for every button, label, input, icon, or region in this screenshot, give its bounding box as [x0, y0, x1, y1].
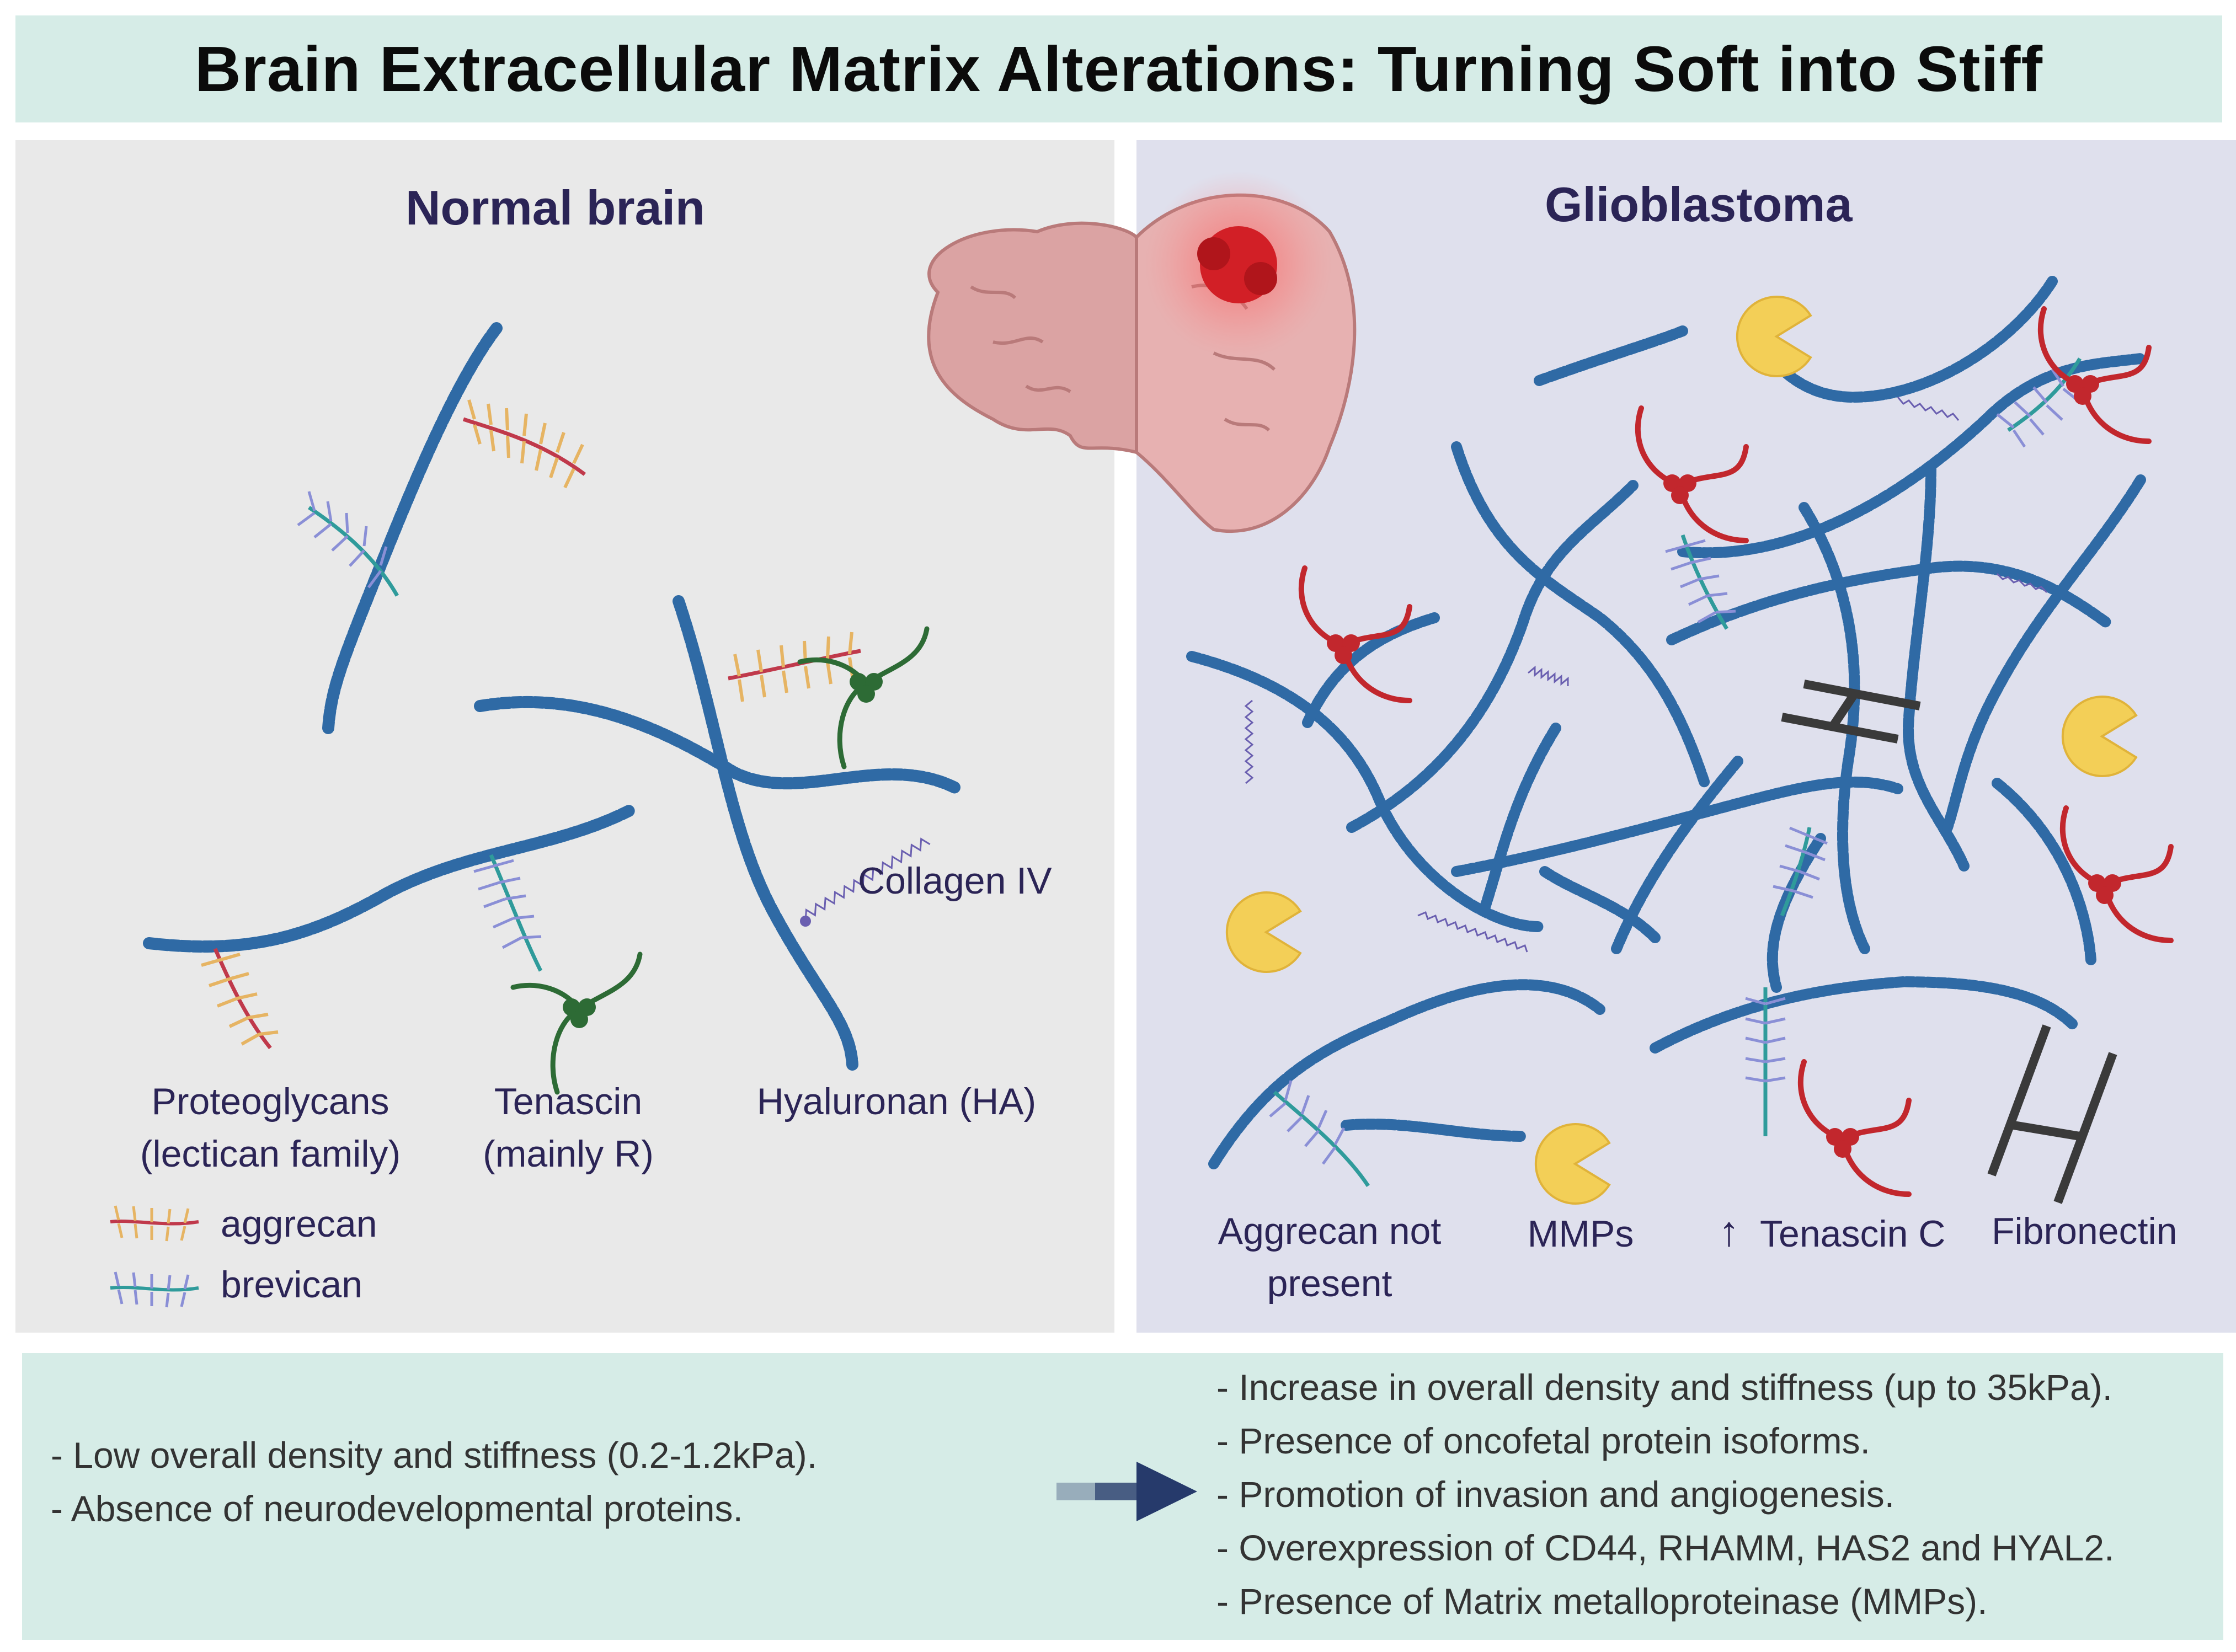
collagen-iv: [804, 837, 931, 922]
brevican-molecule: [297, 491, 399, 597]
proteoglycans-line2: (lectican family): [140, 1133, 401, 1175]
page-title: Brain Extracellular Matrix Alterations: …: [195, 33, 2043, 105]
tenascin-r-label: Tenascin (mainly R): [458, 1076, 679, 1180]
aggrecan-not-present-line2: present: [1267, 1263, 1392, 1305]
tenascin-c: [1301, 568, 1410, 701]
tenascin-c: [1801, 1062, 1909, 1194]
brain-section-icon: [927, 171, 1357, 533]
hyaluronan-chain: [143, 322, 963, 1071]
brevican-legend-label: brevican: [221, 1264, 363, 1306]
glioblastoma-summary-5: - Presence of Matrix metalloproteinase (…: [1216, 1581, 1988, 1622]
brevican-molecule: [1745, 987, 1786, 1136]
brevican-molecule: [1996, 357, 2082, 448]
aggrecan-not-present-line1: Aggrecan not: [1218, 1210, 1442, 1252]
brevican-molecule: [473, 854, 543, 972]
tenascin-line1: Tenascin: [494, 1081, 643, 1122]
glioblastoma-summary-1: - Increase in overall density and stiffn…: [1216, 1367, 2112, 1408]
aggrecan-not-present-label: Aggrecan not present: [1192, 1205, 1467, 1310]
mmp-pacman-icon: [1225, 891, 1301, 973]
mmp-pacman-icon: [1534, 1123, 1610, 1205]
brevican-legend-icon: [110, 1271, 199, 1308]
title-bar: Brain Extracellular Matrix Alterations: …: [15, 15, 2222, 122]
normal-summary-2: - Absence of neurodevelopmental proteins…: [51, 1488, 743, 1529]
tenascin-line2: (mainly R): [483, 1133, 654, 1175]
hyaluronan-label: Hyaluronan (HA): [756, 1081, 1037, 1122]
brevican-molecule: [1665, 534, 1736, 630]
proteoglycans-label: Proteoglycans (lectican family): [105, 1076, 436, 1180]
mmps-label: MMPs: [1527, 1213, 1634, 1255]
tenascin-c-label: Tenascin C: [1760, 1213, 1946, 1255]
brevican-molecule: [1269, 1080, 1370, 1187]
tenascin-c: [1638, 408, 1746, 541]
mmp-pacman-icon: [2061, 696, 2137, 777]
glioblastoma-summary-4: - Overexpression of CD44, RHAMM, HAS2 an…: [1216, 1527, 2115, 1568]
aggrecan-molecule: [201, 948, 279, 1050]
aggrecan-legend-label: aggrecan: [221, 1203, 377, 1245]
tenascin-r: [513, 954, 640, 1092]
mmp-pacman-icon: [1736, 296, 1812, 377]
arrow-right-icon: [1056, 1462, 1197, 1521]
proteoglycans-line1: Proteoglycans: [151, 1081, 389, 1122]
glioblastoma-summary-2: - Presence of oncofetal protein isoforms…: [1216, 1420, 1870, 1461]
up-arrow-icon: ↑: [1719, 1208, 1739, 1255]
fibronectin-label: Fibronectin: [1992, 1210, 2178, 1252]
aggrecan-legend-icon: [110, 1205, 199, 1242]
glioblastoma-heading: Glioblastoma: [1545, 177, 1853, 232]
aggrecan-molecule: [728, 632, 861, 702]
glioblastoma-summary-3: - Promotion of invasion and angiogenesis…: [1216, 1474, 1895, 1515]
normal-brain-heading: Normal brain: [405, 180, 705, 235]
collagen-iv-label: Collagen IV: [858, 860, 1052, 902]
normal-summary-1: - Low overall density and stiffness (0.2…: [51, 1435, 818, 1475]
fibronectin-icon: [1987, 1024, 2117, 1204]
brevican-molecule: [1773, 826, 1828, 917]
aggrecan-molecule: [462, 399, 586, 489]
collagen-iv: [1244, 397, 2048, 953]
tenascin-r: [800, 629, 927, 767]
